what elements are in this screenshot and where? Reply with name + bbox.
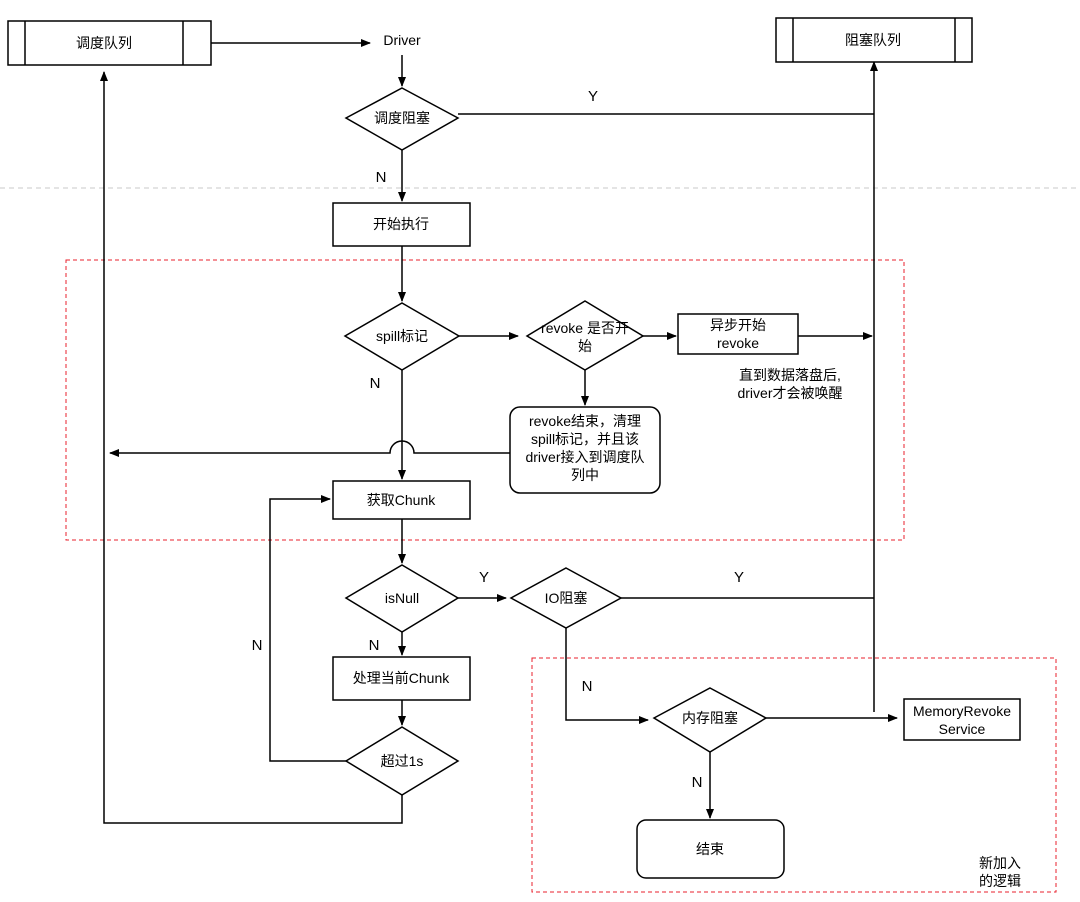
- end-node: 结束: [636, 819, 785, 879]
- label-isnull-no: N: [369, 637, 380, 654]
- revoke-end-label-line2: spill标记，并且该: [531, 431, 639, 447]
- label-io-block-yes: Y: [734, 569, 744, 586]
- block-queue-label: 阻塞队列: [845, 32, 901, 48]
- label-isnull-yes: Y: [479, 569, 489, 586]
- spill-region: [65, 259, 905, 541]
- revoke-end-node: revoke结束，清理 spill标记，并且该 driver接入到调度队 列中: [509, 406, 661, 494]
- memory-revoke-service-node: MemoryRevoke Service: [903, 698, 1021, 741]
- label-schedule-block-no: N: [376, 169, 387, 186]
- revoke-started-label-line1: revoke 是否开: [541, 320, 629, 336]
- new-logic-note-line1: 新加入: [979, 855, 1021, 871]
- async-revoke-node: 异步开始 revoke: [677, 313, 799, 355]
- start-exec-label: 开始执行: [373, 216, 429, 232]
- schedule-queue-label: 调度队列: [76, 35, 132, 51]
- mem-block-label: 内存阻塞: [682, 710, 738, 726]
- io-block-decision: IO阻塞: [509, 567, 623, 629]
- schedule-queue-node: 调度队列: [7, 20, 212, 66]
- revoke-started-label-line2: 始: [578, 338, 592, 354]
- start-exec-node: 开始执行: [332, 202, 471, 247]
- edge-over1s-no-loop: [269, 495, 346, 762]
- label-mem-block-no: N: [692, 774, 703, 791]
- io-block-label: IO阻塞: [545, 590, 588, 606]
- spill-mark-label: spill标记: [376, 328, 428, 344]
- label-io-block-no: N: [582, 678, 593, 695]
- isnull-label: isNull: [385, 590, 419, 606]
- memory-revoke-service-line1: MemoryRevoke: [913, 703, 1011, 719]
- edge-revoke-end-to-schedule-queue: [109, 440, 510, 457]
- over-1s-label: 超过1s: [381, 753, 424, 769]
- new-logic-region: [531, 657, 1057, 893]
- wait-note-line1: 直到数据落盘后,: [739, 367, 841, 383]
- new-logic-note-line2: 的逻辑: [979, 873, 1021, 889]
- async-revoke-label-line2: revoke: [717, 335, 759, 351]
- wait-note-line2: driver才会被唤醒: [737, 385, 842, 401]
- label-schedule-block-yes: Y: [588, 88, 598, 105]
- get-chunk-node: 获取Chunk: [332, 480, 471, 520]
- label-spill-no: N: [370, 375, 381, 392]
- mem-block-decision: 内存阻塞: [652, 687, 768, 753]
- end-label: 结束: [696, 841, 724, 857]
- process-chunk-label: 处理当前Chunk: [353, 670, 450, 686]
- revoke-end-label-line3: driver接入到调度队: [525, 449, 644, 465]
- spill-mark-decision: spill标记: [343, 302, 461, 371]
- isnull-decision: isNull: [344, 564, 460, 633]
- block-queue-node: 阻塞队列: [775, 17, 973, 63]
- revoke-started-decision: revoke 是否开 始: [525, 300, 645, 371]
- label-over1s-no: N: [252, 637, 263, 654]
- process-chunk-node: 处理当前Chunk: [332, 656, 471, 701]
- revoke-end-label-line4: 列中: [571, 467, 599, 483]
- async-revoke-label-line1: 异步开始: [710, 317, 766, 333]
- over-1s-decision: 超过1s: [344, 726, 460, 796]
- revoke-end-label-line1: revoke结束，清理: [529, 413, 641, 429]
- memory-revoke-service-line2: Service: [939, 721, 986, 737]
- schedule-block-decision: 调度阻塞: [344, 87, 460, 151]
- driver-label: Driver: [383, 32, 421, 48]
- get-chunk-label: 获取Chunk: [367, 492, 436, 508]
- edge-io-block-no-to-mem-block: [565, 628, 649, 724]
- edge-over1s-yes-to-schedule-queue: [100, 71, 403, 824]
- schedule-block-label: 调度阻塞: [374, 110, 430, 126]
